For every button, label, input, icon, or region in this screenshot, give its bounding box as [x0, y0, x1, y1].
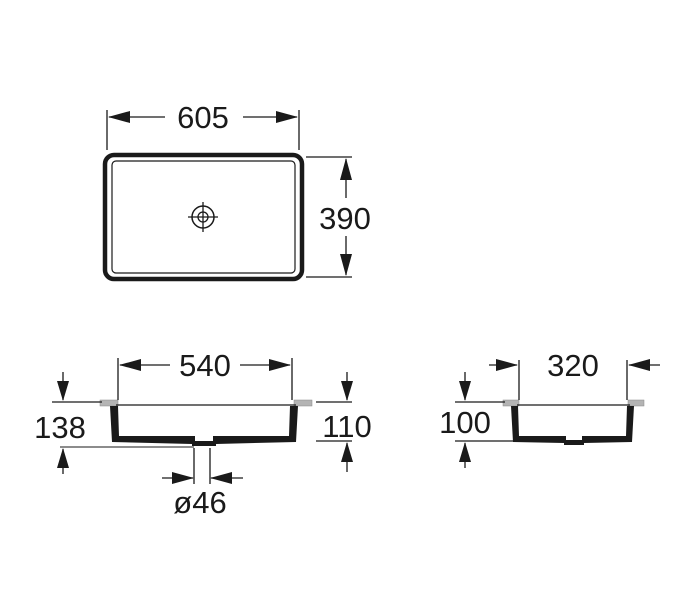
depth-dimension: 390	[306, 156, 371, 278]
width-dimension: 605	[106, 100, 300, 150]
drain-crosshair-icon	[188, 202, 218, 232]
side-bowl-depth-label: 100	[439, 405, 491, 440]
width-label: 605	[177, 100, 229, 135]
drain-diameter-label: ø46	[173, 485, 226, 520]
side-section: 320 100	[439, 348, 660, 468]
front-section: 540 138 110 ø46	[34, 348, 372, 520]
total-height-dimension: 138	[34, 372, 102, 474]
inner-width-dimension: 540	[117, 348, 293, 400]
basin-outer-outline	[102, 152, 305, 282]
basin-inner-outline	[111, 160, 296, 274]
side-left-rim-pad	[502, 399, 520, 407]
side-inner-depth-dimension: 320	[489, 348, 660, 400]
depth-label: 390	[319, 201, 371, 236]
side-basin-wall	[511, 406, 634, 445]
top-view: 605 390	[102, 100, 371, 282]
side-inner-depth-label: 320	[547, 348, 599, 383]
side-bowl-depth-dimension: 100	[439, 372, 513, 468]
front-basin-wall	[110, 406, 298, 446]
total-height-label: 138	[34, 410, 86, 445]
front-bowl-depth-dimension: 110	[316, 372, 372, 472]
right-rim-pad	[293, 399, 313, 407]
inner-width-label: 540	[179, 348, 231, 383]
drain-diameter-dimension: ø46	[162, 448, 243, 520]
front-bowl-depth-label: 110	[322, 409, 371, 444]
left-rim-pad	[99, 399, 119, 407]
side-right-rim-pad	[627, 399, 645, 407]
